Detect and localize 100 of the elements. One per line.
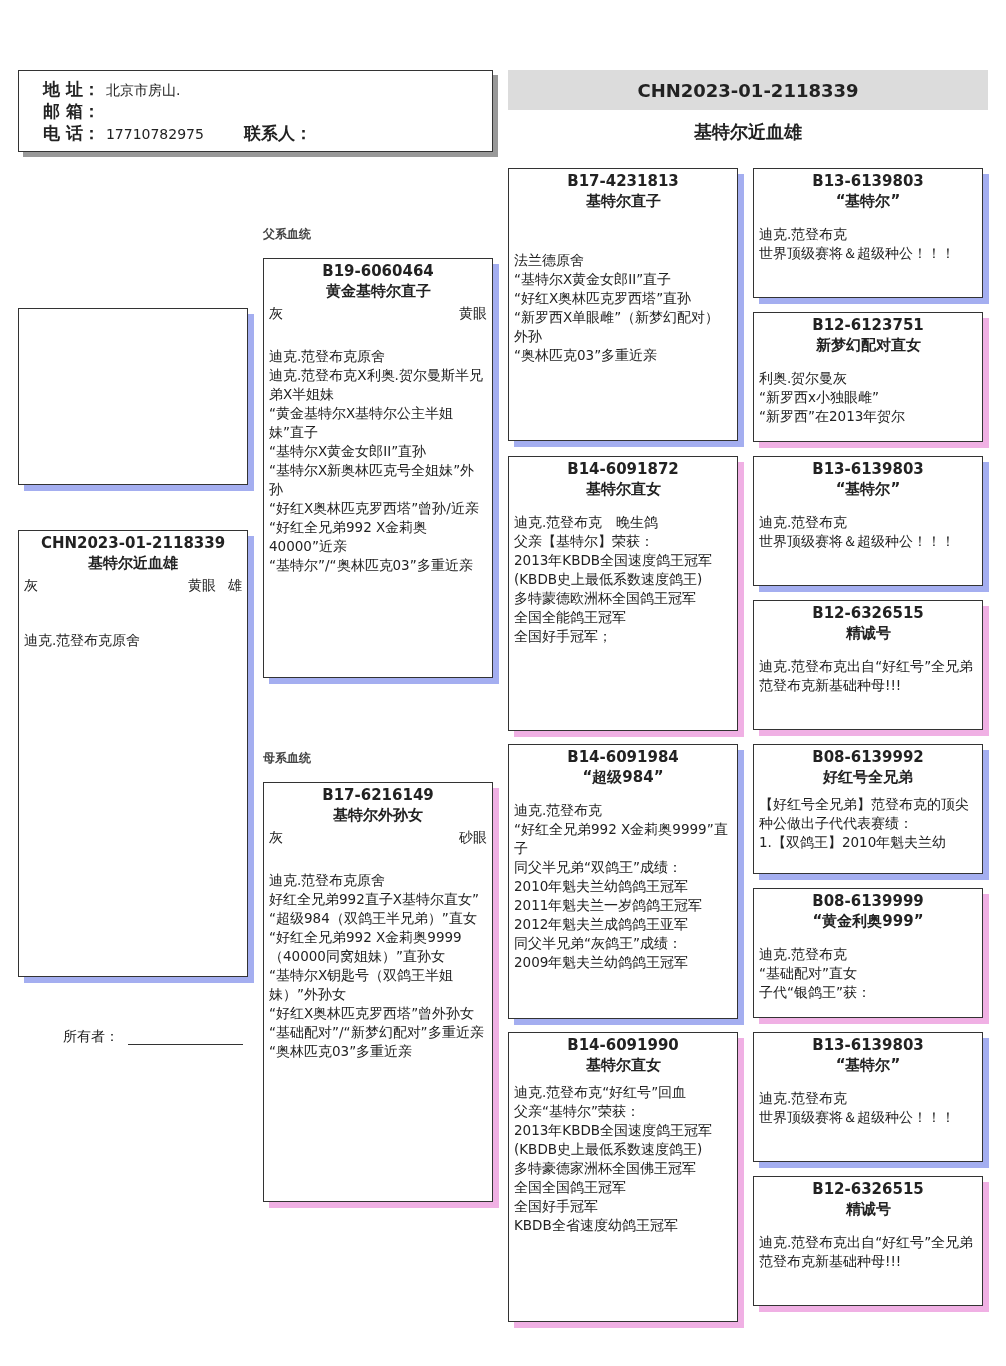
subtitle: 基特尔近血雄 [693, 120, 803, 144]
section-label: 父系血统 [263, 226, 312, 243]
pedigree-note: 法兰德原舍 [514, 251, 585, 270]
pedigree-note: “新罗西”在2013年贺尔 [759, 407, 907, 426]
pedigree-note: 同父半兄弟“灰鸽王”成绩： [514, 934, 683, 953]
pigeon-name: “超级984” [581, 767, 665, 787]
pigeon-name: “基特尔” [834, 479, 902, 499]
pigeon-name: 基特尔外孙女 [332, 805, 424, 825]
pedigree-note: 迪克.范登布克原舍 [269, 347, 387, 366]
pedigree-note: “奥林匹克03”多重近亲 [269, 1042, 414, 1061]
pedigree-note: “新罗西x小独眼雌” [759, 388, 880, 407]
pigeon-name: 新梦幻配对直女 [814, 335, 922, 355]
pedigree-note: “基特尔X黄金女郎II”直子 [514, 270, 673, 289]
pedigree-note: 迪克.范登布克“好红号”回血 [514, 1083, 688, 1102]
pedigree-note: 2013年KBDB全国速度鸽王冠军 [514, 1121, 714, 1140]
field-label: 联系人： [243, 123, 312, 143]
ring-number: B12-6326515 [811, 1179, 925, 1199]
pedigree-note: “新罗西X单眼雌”（新梦幻配对）外孙 [514, 308, 721, 346]
pigeon-name: 精诚号 [844, 623, 892, 643]
ring-number: B12-6123751 [811, 315, 925, 335]
pedigree-note: 迪克.范登布克 [514, 801, 604, 820]
pedigree-note: 迪克.范登布克出自“好红号”全兄弟范登布克新基础种母!!! [759, 1233, 975, 1271]
eye-type: 黄眼 [188, 576, 216, 595]
field-label: 所有者： [63, 1028, 120, 1046]
pedigree-note: 【好红号全兄弟】范登布克的顶尖种公做出子代代表赛绩： [759, 795, 970, 833]
eye-type: 砂眼 [459, 828, 487, 847]
field-label: 邮 箱： [43, 101, 100, 121]
pedigree-note: 迪克.范登布克 [759, 1089, 849, 1108]
pedigree-note: 2010年魁夫兰幼鸽鸽王冠军 [514, 877, 690, 896]
ring-number: B12-6326515 [811, 603, 925, 623]
pedigree-note: “好红全兄弟992 X金莉奥9999”直子 [514, 820, 729, 858]
pedigree-note: 父亲“基特尔”荣获： [514, 1102, 641, 1121]
pedigree-note: “奥林匹克03”多重近亲 [514, 346, 659, 365]
field-label: 地 址： [43, 79, 100, 99]
pedigree-note: “超级984（双鸽王半兄弟）”直女 [269, 909, 478, 928]
pedigree-note: 多特豪德家洲杯全国佛王冠军 [514, 1159, 697, 1178]
pedigree-note: 世界顶级赛将＆超级种公！！！ [759, 244, 956, 263]
pedigree-note: “好红X奥林匹克罗西塔”曾孙/近亲 [269, 499, 480, 518]
feather-color: 灰 [269, 828, 284, 847]
pedigree-note: 全国好手冠军； [514, 627, 613, 646]
title-band [508, 70, 988, 110]
pigeon-name: 精诚号 [844, 1199, 892, 1219]
pedigree-note: 全国全能鸽王冠军 [514, 608, 627, 627]
pedigree-note: “基特尔X黄金女郎II”直孙 [269, 442, 428, 461]
pigeon-name: “黄金利奥999” [811, 911, 925, 931]
pedigree-note: 世界顶级赛将＆超级种公！！！ [759, 532, 956, 551]
pigeon-name: 基特尔直女 [584, 1055, 662, 1075]
sex-label: 雄 [228, 576, 242, 595]
pigeon-name: 基特尔直女 [584, 479, 662, 499]
feather-color: 灰 [269, 304, 284, 323]
pedigree-note: 迪克.范登布克出自“好红号”全兄弟范登布克新基础种母!!! [759, 657, 975, 695]
pigeon-name: “基特尔” [834, 1055, 902, 1075]
pedigree-note: 迪克.范登布克原舍 [24, 631, 142, 650]
pedigree-note: “好红全兄弟992 X金莉奥9999（40000同窝姐妹）”直孙女 [269, 928, 463, 966]
pedigree-note: “基特尔”/“奥林匹克03”多重近亲 [269, 556, 474, 575]
pedigree-note: 全国好手冠军 [514, 1197, 599, 1216]
field-label: 电 话： [43, 123, 100, 143]
ring-number: B08-6139999 [811, 891, 925, 911]
pedigree-note: 多特蒙德欧洲杯全国鸽王冠军 [514, 589, 697, 608]
pedigree-note: “基特尔X新奥林匹克号全姐妹”外孙 [269, 461, 476, 499]
ring-number: B14-6091872 [566, 459, 680, 479]
pedigree-note: 全国全国鸽王冠军 [514, 1178, 627, 1197]
pedigree-note: 迪克.范登布克X利奥.贺尔曼斯半兄弟X半姐妹 [269, 366, 484, 404]
ring-number: B17-4231813 [566, 171, 680, 191]
field-value: 北京市房山. [105, 82, 181, 98]
pedigree-note: 1.【双鸽王】2010年魁夫兰幼 [759, 833, 948, 852]
pedigree-note: “基特尔X钥匙号（双鸽王半姐妹）”外孙女 [269, 966, 455, 1004]
feather-color: 灰 [24, 576, 39, 595]
pigeon-name: “基特尔” [834, 191, 902, 211]
ring-number: B19-6060464 [321, 261, 435, 281]
pedigree-note: “好红全兄弟992 X金莉奥40000”近亲 [269, 518, 429, 556]
pedigree-note: 迪克.范登布克 [759, 945, 849, 964]
ring-number: CHN2023-01-2118339 [39, 533, 227, 553]
ring-number: B14-6091990 [566, 1035, 680, 1055]
pedigree-note: 世界顶级赛将＆超级种公！！！ [759, 1108, 956, 1127]
pigeon-name: 黄金基特尔直子 [324, 281, 432, 301]
pedigree-note: “黄金基特尔X基特尔公主半姐妹”直子 [269, 404, 455, 442]
pigeon-name: 好红号全兄弟 [821, 767, 914, 787]
pedigree-note: 好红全兄弟992直子X基特尔直女” [269, 890, 480, 909]
pigeon-name: 基特尔近血雄 [87, 553, 179, 573]
ring-number: B17-6216149 [321, 785, 435, 805]
pedigree-note: “好红X奥林匹克罗西塔”直孙 [514, 289, 693, 308]
section-label: 母系血统 [263, 750, 312, 767]
pigeon-name: 基特尔直子 [584, 191, 662, 211]
pedigree-note: 同父半兄弟“双鸽王”成绩： [514, 858, 683, 877]
pedigree-note: 迪克.范登布克原舍 [269, 871, 387, 890]
ring-number: B13-6139803 [811, 459, 925, 479]
ring-number: B13-6139803 [811, 1035, 925, 1055]
pedigree-note: 迪克.范登布克 晚生鸽 [514, 513, 660, 532]
pedigree-note: (KBDB史上最低系数速度鸽王) [514, 1140, 704, 1159]
pedigree-note: (KBDB史上最低系数速度鸽王) [514, 570, 704, 589]
ring-number: B08-6139992 [811, 747, 925, 767]
pedigree-note: KBDB全省速度幼鸽王冠军 [514, 1216, 679, 1235]
pedigree-note: “基础配对”直女 [759, 964, 858, 983]
pedigree-note: 利奥.贺尔曼灰 [759, 369, 849, 388]
pedigree-note: 迪克.范登布克 [759, 513, 849, 532]
pedigree-note: 迪克.范登布克 [759, 225, 849, 244]
pedigree-note: 2012年魁夫兰成鸽鸽王亚军 [514, 915, 690, 934]
ring-number: CHN2023-01-2118339 [637, 79, 859, 101]
eye-type: 黄眼 [459, 304, 487, 323]
